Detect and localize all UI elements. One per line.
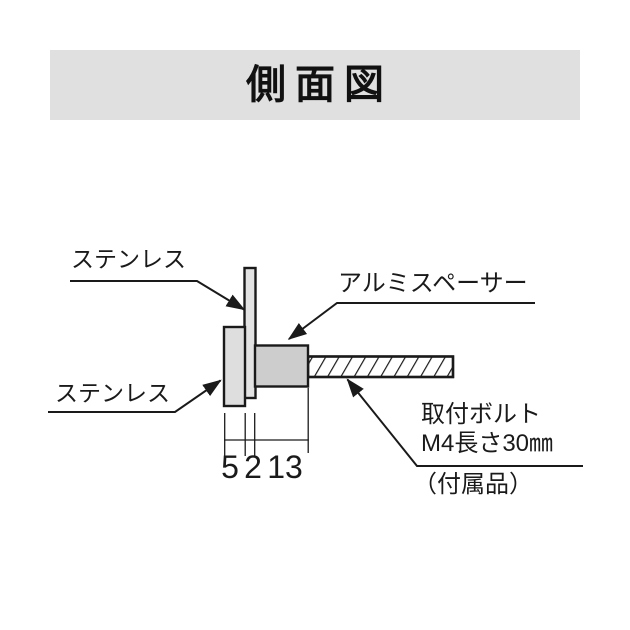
stainless-label-top: ステンレス xyxy=(71,246,186,272)
aluminum-spacer-label: アルミスペーサー xyxy=(338,270,528,297)
dimension-spacer: 13 xyxy=(267,449,303,485)
mounting-bolt-label-line1: 取付ボルト xyxy=(421,401,541,428)
page-title: 側面図 xyxy=(246,63,393,107)
leader-aluminum-spacer xyxy=(287,302,535,340)
leader-stainless-top xyxy=(70,280,246,311)
dimension-thick-plate: 5 xyxy=(221,449,239,485)
mounting-bolt-label-line2: M4長さ30㎜ xyxy=(421,430,554,457)
aluminum-spacer-shape xyxy=(253,344,310,388)
title-bar: 側面図 xyxy=(50,50,580,120)
mounting-bolt-label: 取付ボルト M4長さ30㎜ xyxy=(421,400,553,458)
bolt-shaft-shape xyxy=(306,355,455,379)
leader-stainless-bottom xyxy=(48,379,222,413)
accessory-note: （付属品） xyxy=(413,471,533,498)
stainless-label-bottom: ステンレス xyxy=(55,380,170,406)
leader-mounting-bolt xyxy=(346,378,583,467)
thick-stainless-plate-shape xyxy=(222,325,247,408)
dimension-thin-plate: 2 xyxy=(244,449,262,485)
dimension-lines xyxy=(224,388,309,456)
